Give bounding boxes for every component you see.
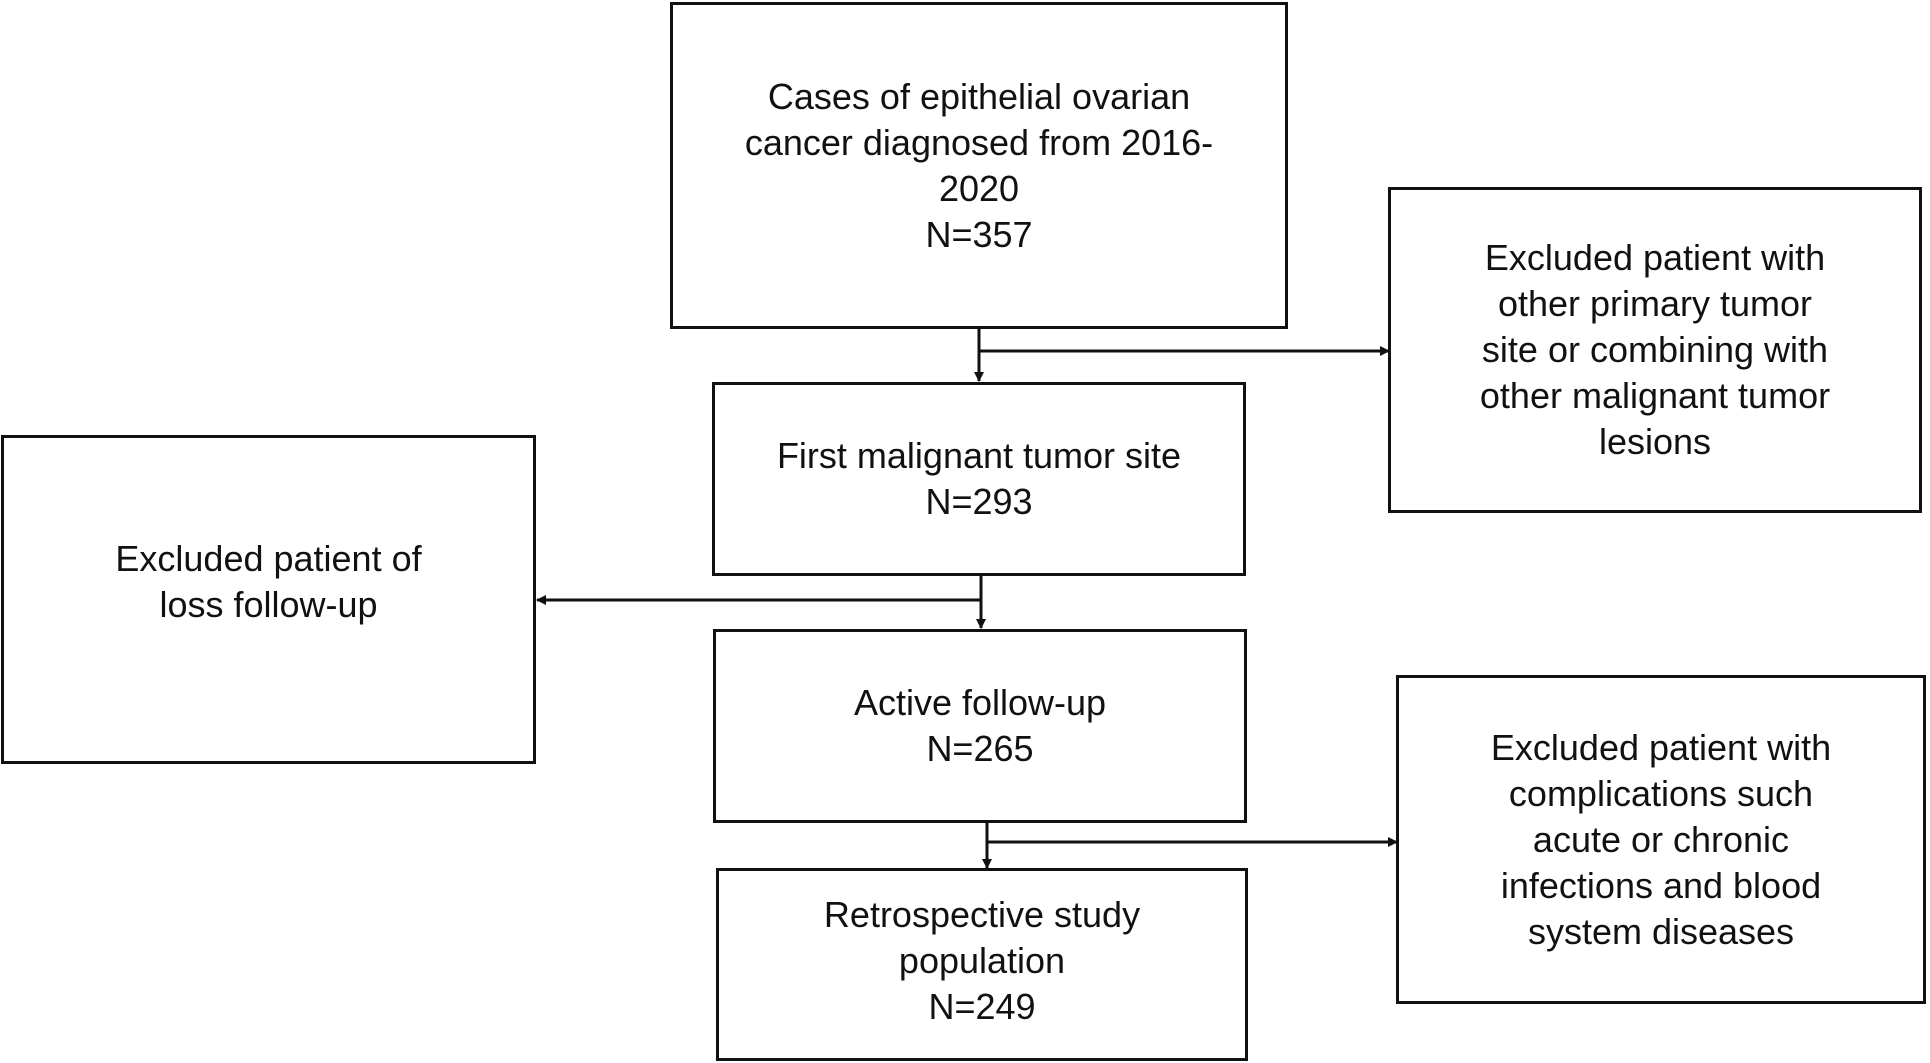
box-excluded-complications: Excluded patient with complications such… <box>1396 675 1926 1004</box>
box-first-malignant-site-text: First malignant tumor site N=293 <box>776 435 1182 522</box>
box-excluded-other-primary-text: Excluded patient with other primary tumo… <box>1479 237 1831 462</box>
box-retrospective-population: Retrospective study population N=249 <box>716 868 1248 1061</box>
box-retrospective-population-text: Retrospective study population N=249 <box>823 893 1141 1027</box>
box-excluded-loss-followup-text: Excluded patient of loss follow-up <box>115 537 422 625</box>
box-first-malignant-site: First malignant tumor site N=293 <box>712 382 1246 576</box>
box-excluded-loss-followup: Excluded patient of loss follow-up <box>1 435 536 764</box>
box-active-followup-text: Active follow-up N=265 <box>853 682 1107 769</box>
box-excluded-complications-text: Excluded patient with complications such… <box>1490 726 1832 952</box>
box-excluded-other-primary: Excluded patient with other primary tumo… <box>1388 187 1922 513</box>
box-cases-diagnosed-text: Cases of epithelial ovarian cancer diagn… <box>744 75 1214 255</box>
box-cases-diagnosed: Cases of epithelial ovarian cancer diagn… <box>670 2 1288 329</box>
box-active-followup: Active follow-up N=265 <box>713 629 1247 823</box>
